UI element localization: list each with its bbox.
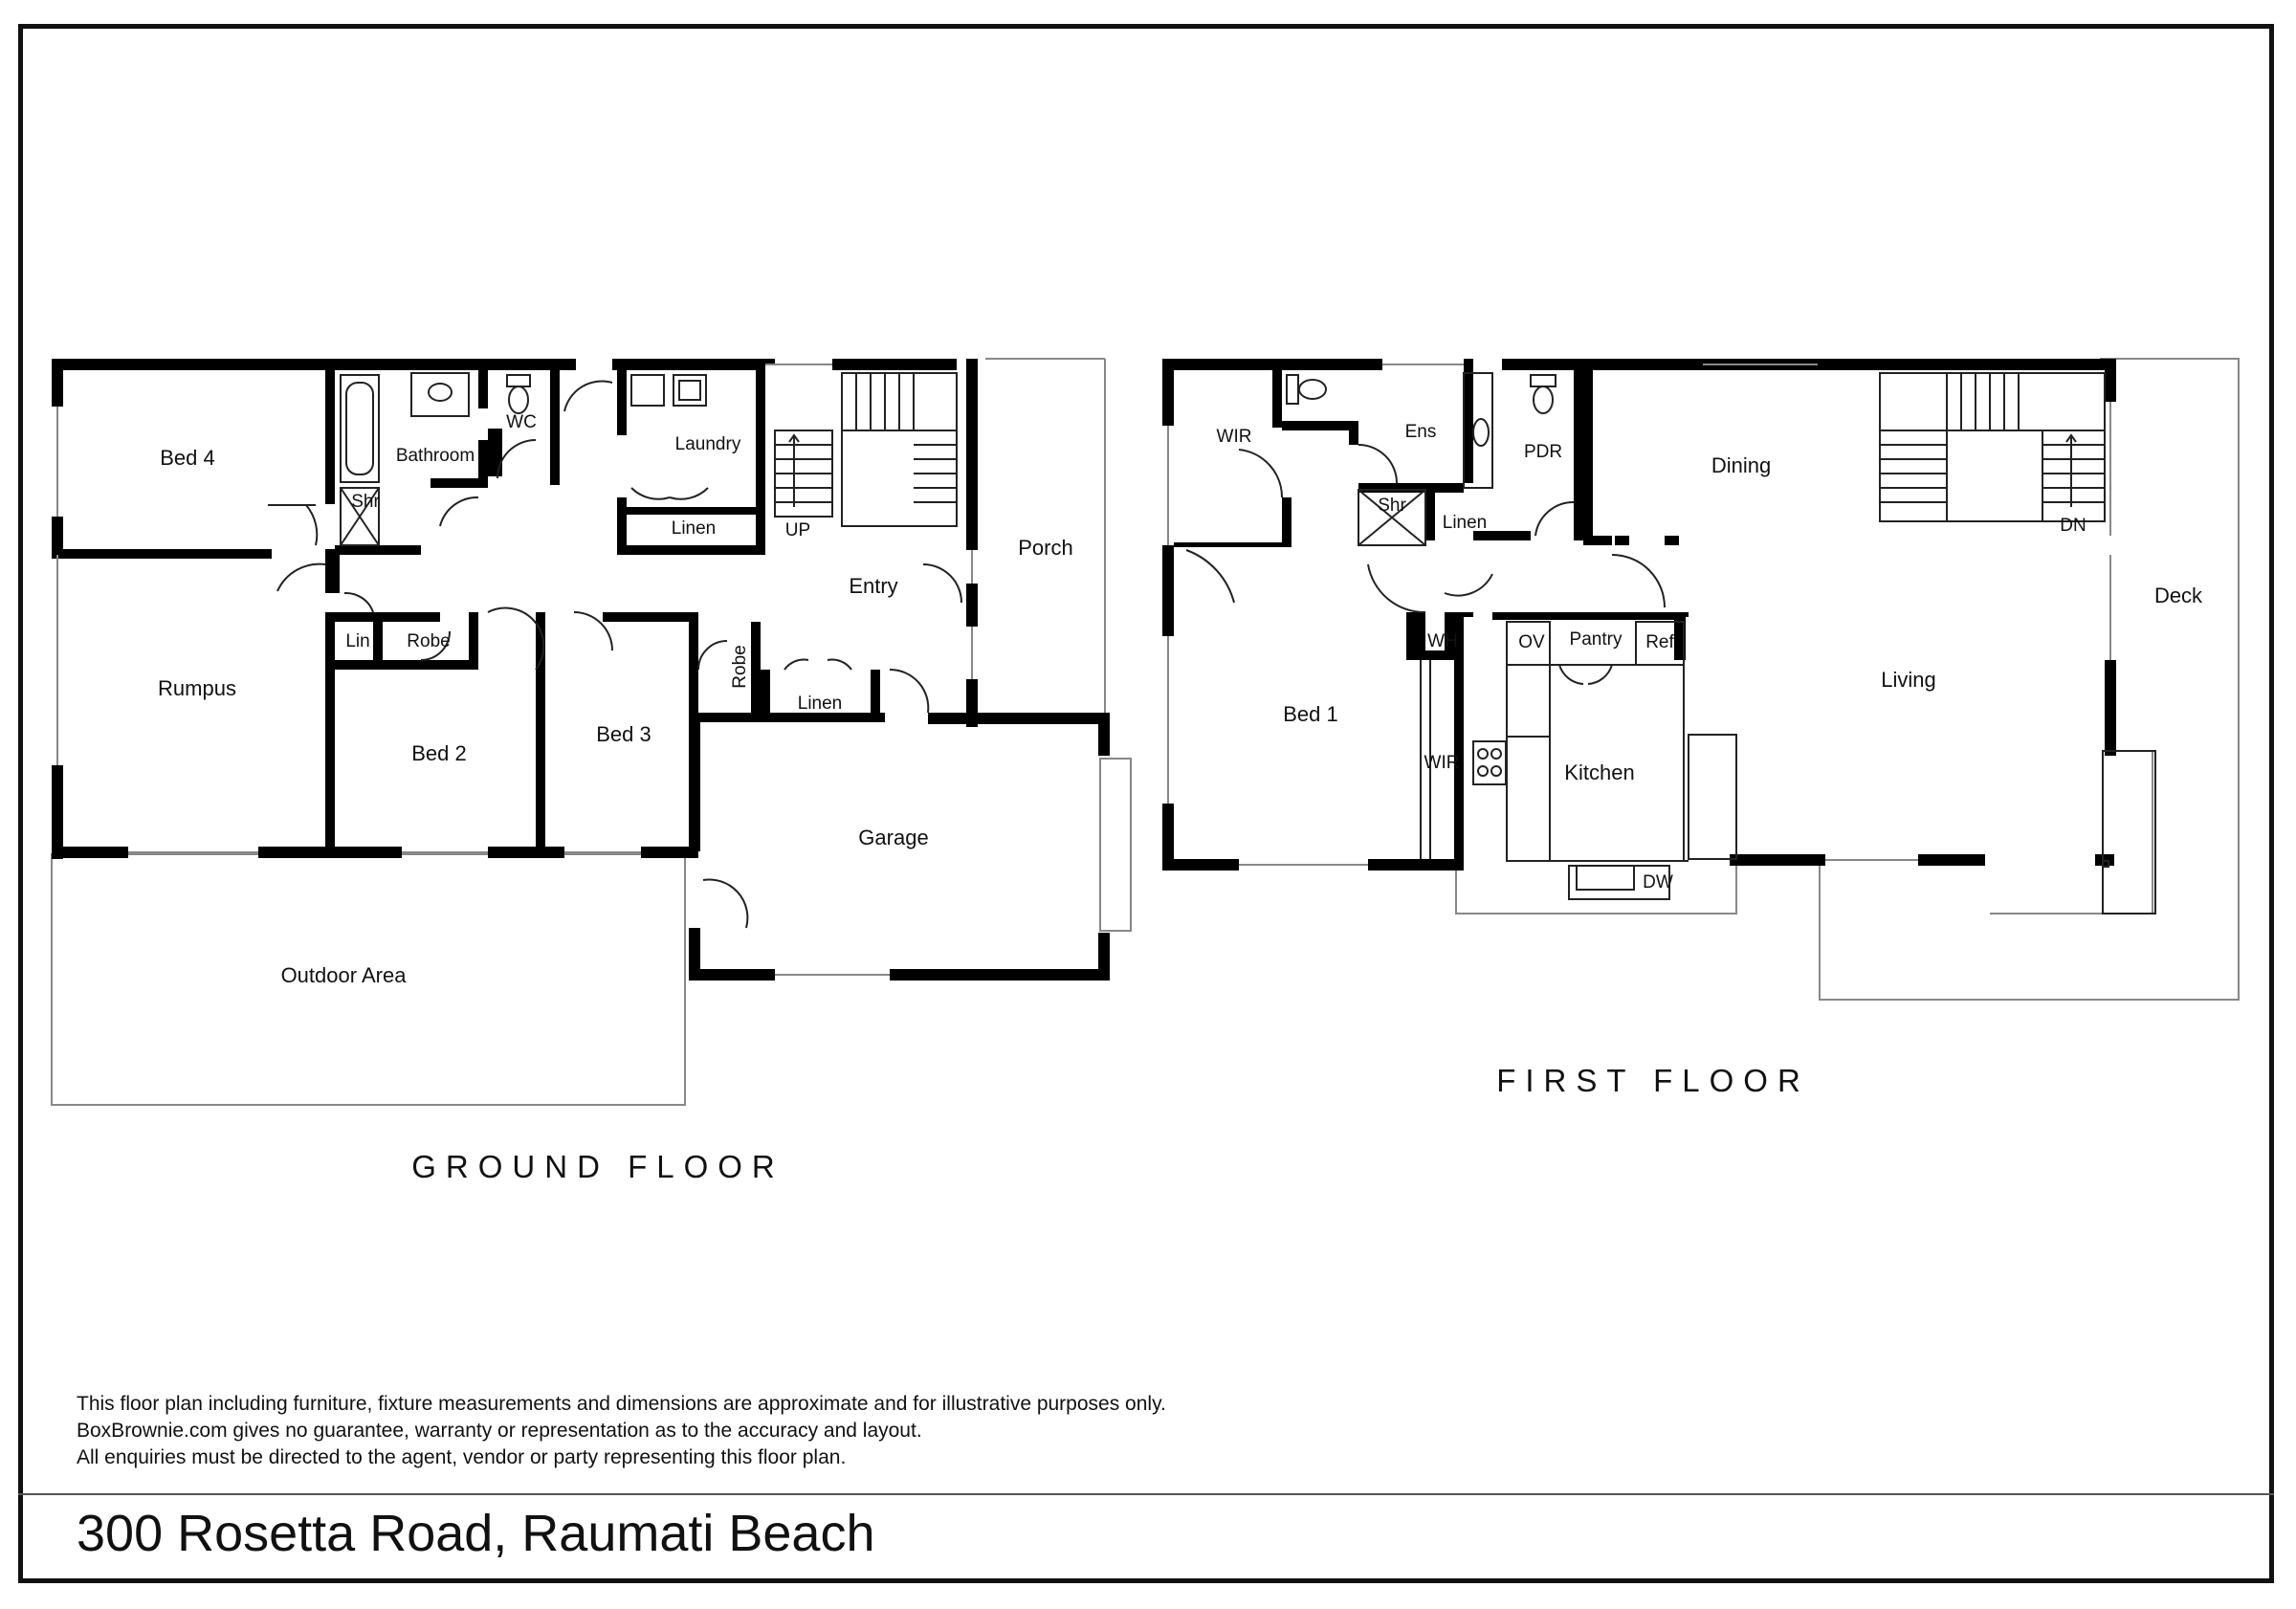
room-label-bed4: Bed 4 <box>160 446 215 470</box>
page-frame <box>18 24 2274 1583</box>
ground-floor-title: GROUND FLOOR <box>411 1149 784 1184</box>
room-label-lin: Lin <box>345 631 369 651</box>
deck-outline <box>1455 358 2240 1001</box>
room-label-deck: Deck <box>2154 584 2203 607</box>
disclaimer-line-3: All enquiries must be directed to the ag… <box>77 1446 847 1468</box>
room-label-dining: Dining <box>1711 453 1771 477</box>
room-label-ens: Ens <box>1405 422 1437 442</box>
first-floor-fixtures <box>1185 372 2156 915</box>
room-label-wir-top: WIR <box>1217 427 1252 447</box>
room-label-ref: Ref <box>1645 632 1674 652</box>
room-label-linen-laundry: Linen <box>672 518 717 539</box>
room-label-laundry: Laundry <box>675 434 741 454</box>
room-label-bed1: Bed 1 <box>1283 702 1338 726</box>
first-floor-windows <box>1167 364 2111 866</box>
room-label-porch: Porch <box>1018 536 1072 560</box>
room-label-kitchen: Kitchen <box>1564 760 1634 784</box>
room-label-wc: WC <box>506 412 537 432</box>
first-floor-plan <box>1162 358 2240 1001</box>
room-label-living: Living <box>1881 668 1935 692</box>
room-label-wh: WH <box>1427 631 1458 651</box>
room-label-robe-bed3: Robe <box>730 645 750 688</box>
footer-divider <box>18 1493 2274 1495</box>
porch-outline <box>985 358 1106 713</box>
room-label-dw: DW <box>1643 872 1673 893</box>
ground-floor-windows <box>56 364 973 976</box>
disclaimer-line-2: BoxBrownie.com gives no guarantee, warra… <box>77 1420 922 1442</box>
room-label-bathroom: Bathroom <box>396 446 475 466</box>
room-label-rumpus: Rumpus <box>158 676 236 700</box>
room-label-wir-side: WIR <box>1424 753 1460 773</box>
room-label-pantry: Pantry <box>1570 629 1623 650</box>
room-label-shr: Shr <box>351 492 380 512</box>
room-label-shr-first: Shr <box>1378 496 1406 516</box>
ground-floor-labels: Bed 4 Bathroom Shr WC Laundry Linen UP E… <box>158 412 1073 987</box>
room-label-bed2: Bed 2 <box>411 741 467 765</box>
ground-floor-fixtures <box>268 372 962 929</box>
room-label-pdr: PDR <box>1524 442 1562 462</box>
room-label-entry: Entry <box>849 574 897 598</box>
first-floor-walls <box>1162 359 2116 871</box>
disclaimer: This floor plan including furniture, fix… <box>77 1391 1166 1471</box>
property-address: 300 Rosetta Road, Raumati Beach <box>77 1505 875 1562</box>
ground-floor-plan <box>51 358 1132 1106</box>
room-label-ov: OV <box>1518 632 1545 652</box>
room-label-linen-entry: Linen <box>798 694 843 714</box>
room-label-garage: Garage <box>858 826 928 849</box>
room-label-up: UP <box>785 520 810 540</box>
room-label-bed3: Bed 3 <box>596 722 651 746</box>
disclaimer-line-1: This floor plan including furniture, fix… <box>77 1393 1166 1415</box>
room-label-linen-first: Linen <box>1443 513 1488 533</box>
room-label-robe-bed2: Robe <box>407 631 450 651</box>
garage-side-window <box>1099 758 1132 932</box>
room-label-outdoor-area: Outdoor Area <box>281 963 408 987</box>
first-floor-labels: WIR Ens Shr Linen PDR Dining DN Deck WH … <box>1217 422 2204 893</box>
first-floor-title: FIRST FLOOR <box>1496 1063 1810 1098</box>
room-label-dn: DN <box>2060 516 2086 536</box>
ground-floor-walls <box>52 359 1110 981</box>
